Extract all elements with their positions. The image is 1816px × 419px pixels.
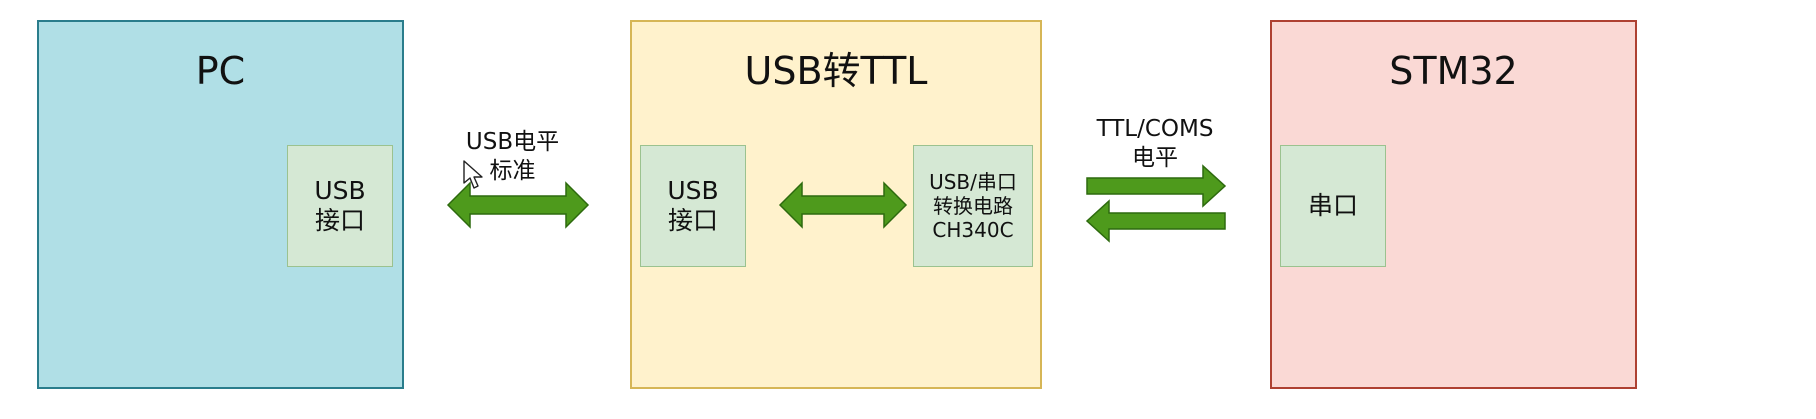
- stm32-serial-port: 串口: [1280, 145, 1386, 267]
- usb-ttl-usb-port-line2: 接口: [667, 206, 718, 235]
- usb-level-line2: 标准: [489, 157, 536, 184]
- ch340c-converter: USB/串口 转换电路 CH340C: [913, 145, 1033, 267]
- ttl-level-line1: TTL/COMS: [1096, 116, 1214, 142]
- pc-title: PC: [195, 49, 246, 93]
- pc-usb-port: USB 接口: [287, 145, 393, 267]
- ch340c-line2: 转换电路: [933, 194, 1013, 218]
- left-arrow-icon: [1085, 199, 1226, 243]
- right-arrow-icon: [1086, 164, 1227, 208]
- usb-ttl-title: USB转TTL: [744, 49, 928, 93]
- pc-usb-port-line2: 接口: [314, 206, 365, 235]
- usb-ttl-usb-port-line1: USB: [667, 176, 719, 205]
- mouse-cursor-icon: [463, 160, 483, 189]
- ch340c-line3: CH340C: [932, 218, 1014, 242]
- pc-usb-port-line1: USB: [314, 176, 366, 205]
- ttl-level-line2: 电平: [1132, 144, 1178, 171]
- double-arrow-icon: [446, 181, 590, 229]
- double-arrow-icon: [778, 181, 908, 229]
- usb-level-label: USB电平 标准: [455, 128, 570, 186]
- stm32-title: STM32: [1389, 49, 1518, 93]
- usb-ttl-usb-port: USB 接口: [640, 145, 746, 267]
- ttl-level-label: TTL/COMS 电平: [1080, 115, 1230, 173]
- usb-level-line1: USB电平: [465, 129, 560, 155]
- ch340c-line1: USB/串口: [929, 170, 1017, 194]
- stm32-serial-port-label: 串口: [1307, 191, 1358, 220]
